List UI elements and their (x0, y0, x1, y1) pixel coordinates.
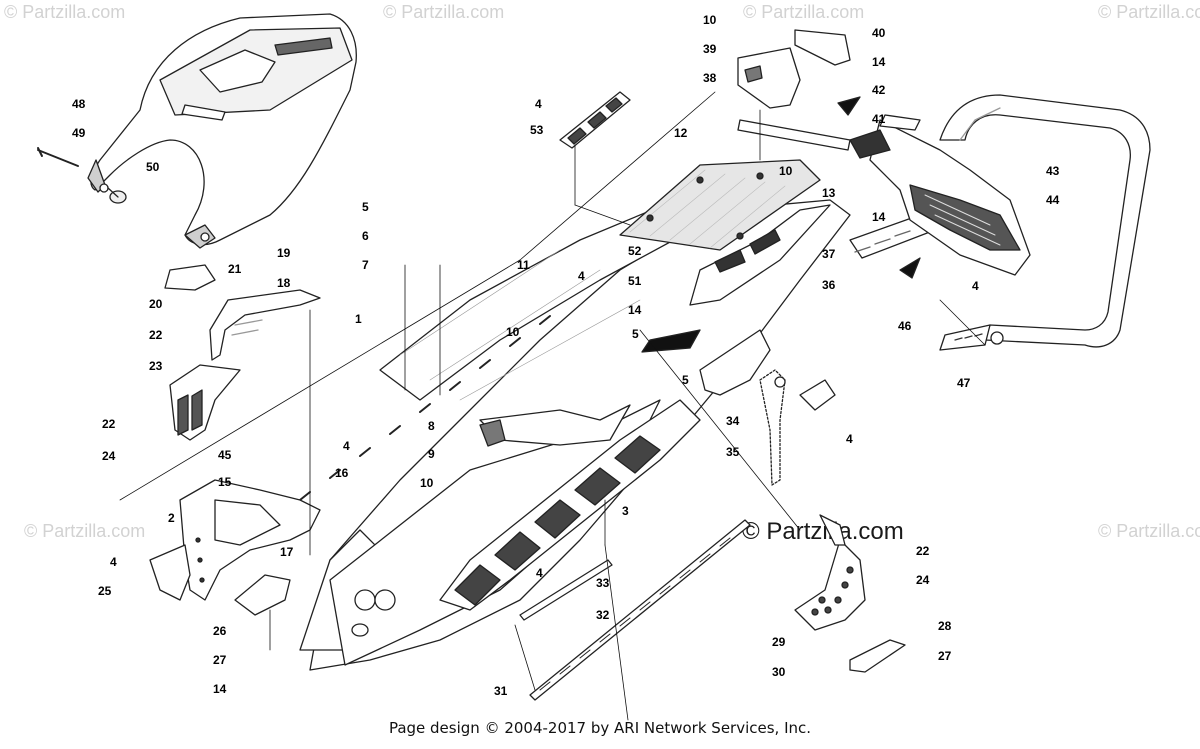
callout-33[interactable]: 33 (596, 576, 610, 590)
callout-51[interactable]: 51 (628, 274, 642, 288)
callout-18[interactable]: 18 (277, 276, 291, 290)
callout-46[interactable]: 46 (898, 319, 912, 333)
callout-10[interactable]: 10 (506, 325, 520, 339)
watermark-top-right: © Partzilla.com (1098, 2, 1200, 22)
watermark-mid-right: © Partzilla.com (1098, 521, 1200, 541)
callout-52[interactable]: 52 (628, 244, 642, 258)
right-footrest-part (794, 514, 906, 673)
callout-10[interactable]: 10 (703, 13, 717, 27)
page-footer-copyright: Page design © 2004-2017 by ARI Network S… (388, 719, 812, 737)
callout-27[interactable]: 27 (213, 653, 227, 667)
step-pad-part (234, 574, 291, 616)
callout-32[interactable]: 32 (596, 608, 610, 622)
callout-10[interactable]: 10 (779, 164, 793, 178)
callout-49[interactable]: 49 (72, 126, 86, 140)
callout-5[interactable]: 5 (362, 200, 369, 214)
callout-7[interactable]: 7 (362, 258, 369, 272)
callout-22[interactable]: 22 (916, 544, 930, 558)
flag-marker (837, 96, 861, 116)
callout-37[interactable]: 37 (822, 247, 836, 261)
flag-marker (899, 257, 921, 279)
assembly-lines (119, 91, 986, 721)
callout-6[interactable]: 6 (362, 229, 369, 243)
callout-4[interactable]: 4 (846, 432, 853, 446)
callout-45[interactable]: 45 (218, 448, 232, 462)
mount-bracket-part (149, 544, 191, 601)
callout-4[interactable]: 4 (110, 555, 117, 569)
callout-39[interactable]: 39 (703, 42, 717, 56)
watermark-main: © Partzilla.com (742, 518, 904, 545)
watermark-top-right-center: © Partzilla.com (743, 2, 865, 22)
callout-36[interactable]: 36 (822, 278, 836, 292)
watermark-top-center: © Partzilla.com (383, 2, 505, 22)
toe-guard-part (169, 364, 241, 441)
callout-22[interactable]: 22 (149, 328, 163, 342)
callout-27[interactable]: 27 (938, 649, 952, 663)
callout-30[interactable]: 30 (772, 665, 786, 679)
callout-12[interactable]: 12 (674, 126, 688, 140)
callout-44[interactable]: 44 (1046, 193, 1060, 207)
callout-24[interactable]: 24 (916, 573, 930, 587)
callout-42[interactable]: 42 (872, 83, 886, 97)
callout-24[interactable]: 24 (102, 449, 116, 463)
callout-14[interactable]: 14 (628, 303, 642, 317)
callout-10[interactable]: 10 (420, 476, 434, 490)
seat-part (87, 13, 357, 249)
callout-4[interactable]: 4 (535, 97, 542, 111)
front-bracket-part (164, 264, 321, 601)
callout-31[interactable]: 31 (494, 684, 508, 698)
callout-28[interactable]: 28 (938, 619, 952, 633)
callout-11[interactable]: 11 (517, 258, 530, 272)
callout-14[interactable]: 14 (872, 55, 886, 69)
callout-38[interactable]: 38 (703, 71, 717, 85)
bumper-hardware (939, 324, 991, 351)
callout-5[interactable]: 5 (632, 327, 639, 341)
callout-53[interactable]: 53 (530, 123, 544, 137)
callout-47[interactable]: 47 (957, 376, 971, 390)
callout-4[interactable]: 4 (536, 566, 543, 580)
callout-25[interactable]: 25 (98, 584, 112, 598)
grab-handle-part (737, 29, 851, 151)
callout-13[interactable]: 13 (822, 186, 836, 200)
callout-26[interactable]: 26 (213, 624, 227, 638)
side-bracket-part (699, 329, 771, 396)
callout-41[interactable]: 41 (872, 112, 886, 126)
callout-4[interactable]: 4 (578, 269, 585, 283)
callout-50[interactable]: 50 (146, 160, 160, 174)
callout-22[interactable]: 22 (102, 417, 116, 431)
watermark-top-left: © Partzilla.com (4, 2, 126, 22)
callout-9[interactable]: 9 (428, 447, 435, 461)
callout-21[interactable]: 21 (228, 262, 242, 276)
seat-bolt (37, 147, 127, 204)
callout-16[interactable]: 16 (335, 466, 349, 480)
callout-14[interactable]: 14 (872, 210, 886, 224)
callout-14[interactable]: 14 (213, 682, 227, 696)
callout-8[interactable]: 8 (428, 419, 435, 433)
rail-strip-part (519, 369, 836, 701)
callout-2[interactable]: 2 (168, 511, 175, 525)
callout-20[interactable]: 20 (149, 297, 163, 311)
callout-40[interactable]: 40 (872, 26, 886, 40)
callout-34[interactable]: 34 (726, 414, 740, 428)
foot-grip-part (559, 91, 631, 149)
callout-23[interactable]: 23 (149, 359, 163, 373)
callout-35[interactable]: 35 (726, 445, 740, 459)
callout-17[interactable]: 17 (280, 545, 294, 559)
callout-4[interactable]: 4 (972, 279, 979, 293)
watermark-mid-left: © Partzilla.com (24, 521, 146, 541)
callout-48[interactable]: 48 (72, 97, 86, 111)
callout-1[interactable]: 1 (355, 312, 362, 326)
callout-29[interactable]: 29 (772, 635, 786, 649)
callout-15[interactable]: 15 (218, 475, 232, 489)
snow-flap-part (849, 114, 1031, 276)
callout-3[interactable]: 3 (622, 504, 629, 518)
callout-19[interactable]: 19 (277, 246, 291, 260)
tunnel-part (299, 159, 851, 671)
callout-4[interactable]: 4 (343, 439, 350, 453)
callout-5[interactable]: 5 (682, 373, 689, 387)
callout-43[interactable]: 43 (1046, 164, 1060, 178)
